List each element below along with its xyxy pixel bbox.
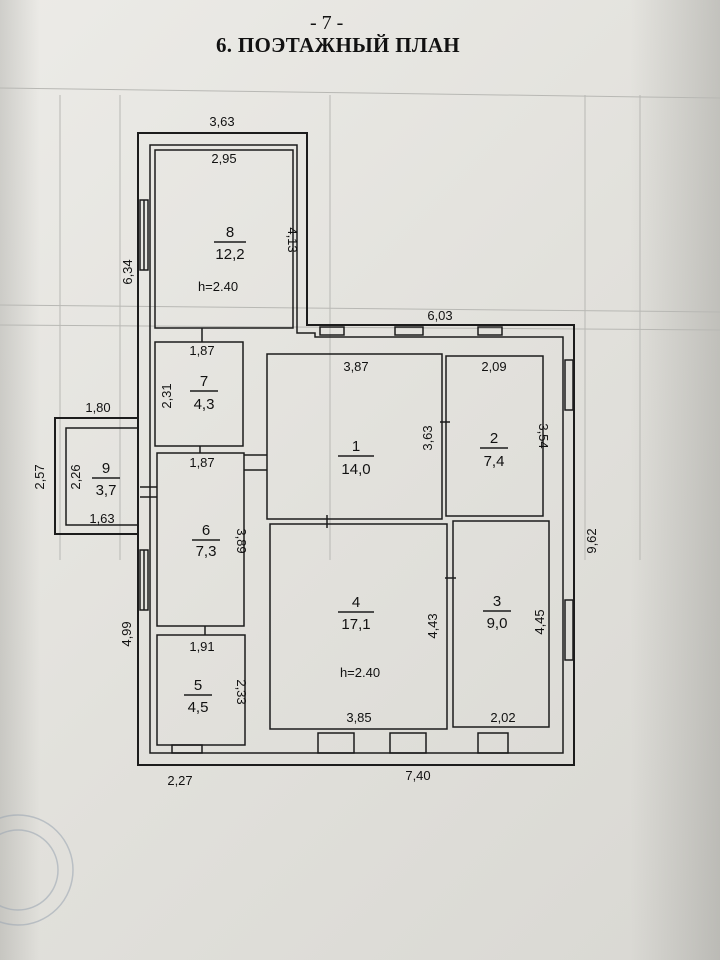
room-3-number: 3 xyxy=(493,593,501,610)
dim-room4-depth: 4,43 xyxy=(425,613,440,638)
room-1-number: 1 xyxy=(352,438,360,455)
dim-room3-depth: 4,45 xyxy=(532,609,547,634)
room-8-area: 12,2 xyxy=(215,246,244,263)
paper-shadow-right xyxy=(630,0,720,960)
dim-room1-width: 3,87 xyxy=(343,359,368,374)
dim-room9-width: 1,63 xyxy=(89,511,114,526)
dim-outer-right: 9,62 xyxy=(584,528,599,553)
room-3-area: 9,0 xyxy=(487,615,508,632)
dim-outer-left-upper: 6,34 xyxy=(120,259,135,284)
dim-room3-width: 2,02 xyxy=(490,710,515,725)
dim-room9-depth: 2,26 xyxy=(68,464,83,489)
room-4-number: 4 xyxy=(352,594,360,611)
plan-title: 6. ПОЭТАЖНЫЙ ПЛАН xyxy=(216,33,460,57)
dim-room8-depth: 4,13 xyxy=(285,227,300,252)
door-marks xyxy=(140,328,456,635)
dim-room5-width: 1,91 xyxy=(189,639,214,654)
room-labels: 8 12,2 h=2.40 7 4,3 1 14,0 2 7,4 9 3,7 6… xyxy=(92,224,511,716)
background-table-grid xyxy=(0,87,720,560)
room-2-number: 2 xyxy=(490,430,498,447)
dim-room7-width: 1,87 xyxy=(189,343,214,358)
room-9-number: 9 xyxy=(102,460,110,477)
dim-room1-depth: 3,63 xyxy=(420,425,435,450)
dim-room4-width: 3,85 xyxy=(346,710,371,725)
dim-room5-depth: 2,33 xyxy=(234,679,249,704)
dim-porch-top: 1,80 xyxy=(85,400,110,415)
dim-outer-bottom-left: 2,27 xyxy=(167,773,192,788)
dim-room6-depth: 3,89 xyxy=(234,528,249,553)
dimension-labels: 3,63 2,95 4,13 6,34 6,03 1,87 2,31 3,87 … xyxy=(32,114,599,788)
room-8-height: h=2.40 xyxy=(198,279,238,294)
room-7-area: 4,3 xyxy=(194,396,215,413)
dim-porch-outer: 2,57 xyxy=(32,464,47,489)
dim-outer-top-left: 3,63 xyxy=(209,114,234,129)
dim-room2-width: 2,09 xyxy=(481,359,506,374)
dim-outer-left-lower: 4,99 xyxy=(119,621,134,646)
page-number: - 7 - xyxy=(310,12,344,34)
room-5-number: 5 xyxy=(194,677,202,694)
dim-room2-depth: 3,54 xyxy=(536,423,551,448)
room-6-area: 7,3 xyxy=(196,543,217,560)
paper-shadow-left xyxy=(0,0,40,960)
windows xyxy=(139,199,574,754)
room-1-area: 14,0 xyxy=(341,461,370,478)
room-4-area: 17,1 xyxy=(341,616,370,633)
dim-room6-width: 1,87 xyxy=(189,455,214,470)
room-7-number: 7 xyxy=(200,373,208,390)
room-8-number: 8 xyxy=(226,224,234,241)
dim-outer-bottom: 7,40 xyxy=(405,768,430,783)
dim-outer-top-right: 6,03 xyxy=(427,308,452,323)
dim-room7-depth: 2,31 xyxy=(159,383,174,408)
walls xyxy=(54,132,575,766)
dim-room8-width: 2,95 xyxy=(211,151,236,166)
room-5-area: 4,5 xyxy=(188,699,209,716)
room-4-height: h=2.40 xyxy=(340,665,380,680)
faded-stamp xyxy=(0,814,74,926)
room-6-number: 6 xyxy=(202,522,210,539)
room-9-area: 3,7 xyxy=(96,482,117,499)
room-2-area: 7,4 xyxy=(484,453,505,470)
